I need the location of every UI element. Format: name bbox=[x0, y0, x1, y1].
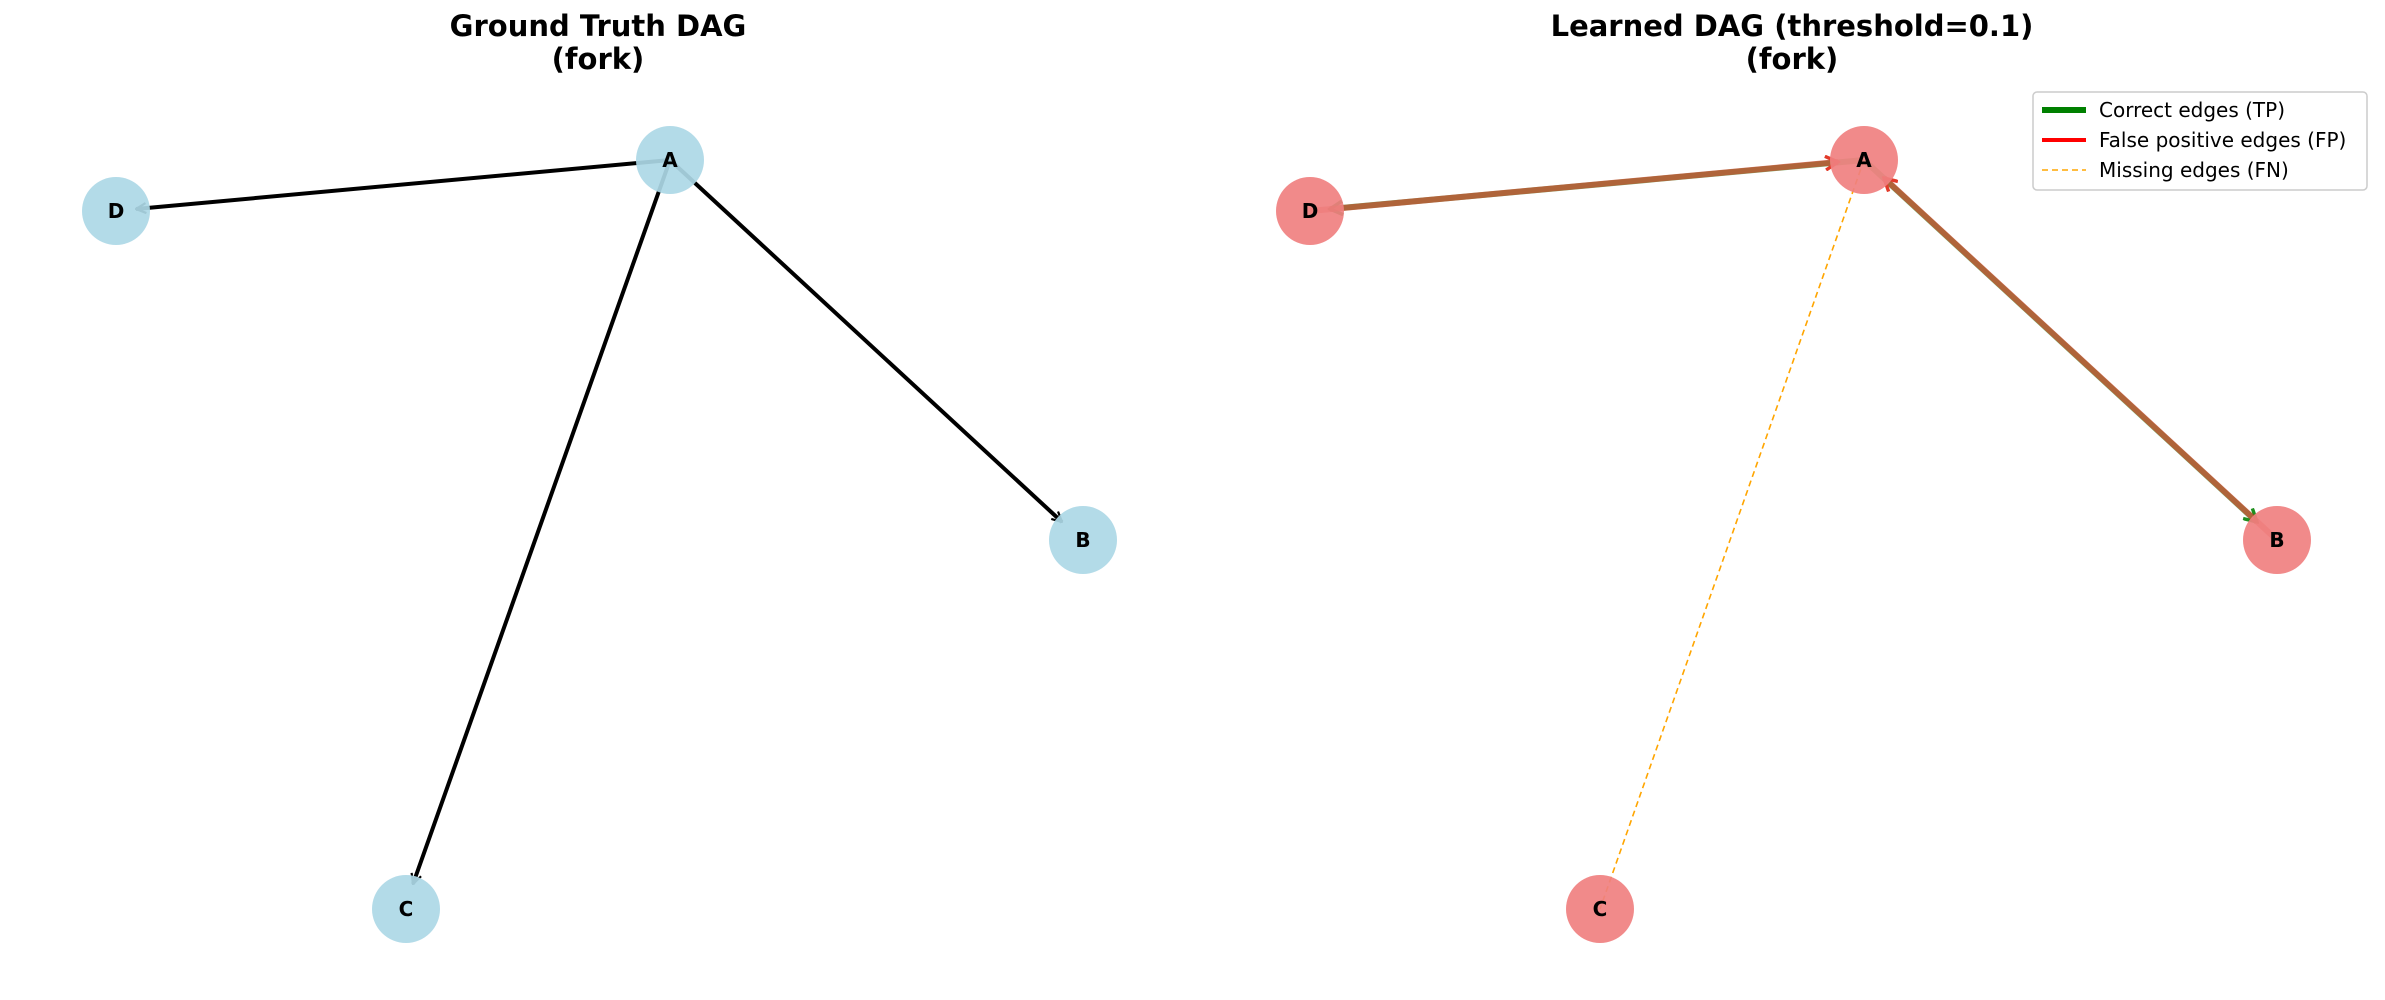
learned-node-B-label: B bbox=[2269, 528, 2284, 552]
learned-title-line1: Learned DAG (threshold=0.1) bbox=[1551, 9, 2034, 43]
legend-missing-label: Missing edges (FN) bbox=[2099, 158, 2289, 182]
gt-edge-A-D bbox=[136, 158, 671, 209]
gt-edge-A-B bbox=[668, 158, 1062, 522]
learned-edge-fp-B-A bbox=[1884, 178, 2280, 543]
gt-node-B-label: B bbox=[1075, 528, 1090, 552]
learned-node-D-label: D bbox=[1302, 199, 1319, 223]
gt-node-A: A bbox=[636, 126, 704, 194]
learned-node-A-label: A bbox=[1856, 148, 1872, 172]
learned-node-C: C bbox=[1566, 875, 1634, 943]
gt-node-B: B bbox=[1049, 506, 1117, 574]
ground-truth-title-line1: Ground Truth DAG bbox=[450, 9, 747, 43]
gt-node-A-label: A bbox=[662, 148, 678, 172]
learned-node-A: A bbox=[1830, 126, 1898, 194]
gt-node-D: D bbox=[82, 177, 150, 245]
legend-fp-label: False positive edges (FP) bbox=[2099, 128, 2346, 152]
learned-node-C-label: C bbox=[1593, 897, 1608, 921]
learned-title-line2: (fork) bbox=[1746, 42, 1839, 76]
ground-truth-panel: Ground Truth DAG (fork) A B C D bbox=[82, 9, 1117, 943]
learned-edge-missing-A-C bbox=[1599, 159, 1865, 910]
legend-correct-label: Correct edges (TP) bbox=[2099, 98, 2285, 122]
learned-panel: Learned DAG (threshold=0.1) (fork) A B C… bbox=[1276, 9, 2368, 943]
gt-node-C: C bbox=[372, 875, 440, 943]
gt-node-D-label: D bbox=[108, 199, 125, 223]
learned-edge-fp-D-A bbox=[1309, 162, 1838, 214]
legend-box bbox=[2032, 91, 2368, 191]
legend: Correct edges (TP) False positive edges … bbox=[2032, 91, 2368, 191]
ground-truth-title-line2: (fork) bbox=[552, 42, 645, 76]
learned-node-D: D bbox=[1276, 177, 1344, 245]
learned-node-B: B bbox=[2243, 506, 2311, 574]
gt-node-C-label: C bbox=[399, 897, 414, 921]
gt-edge-A-C bbox=[413, 159, 672, 884]
